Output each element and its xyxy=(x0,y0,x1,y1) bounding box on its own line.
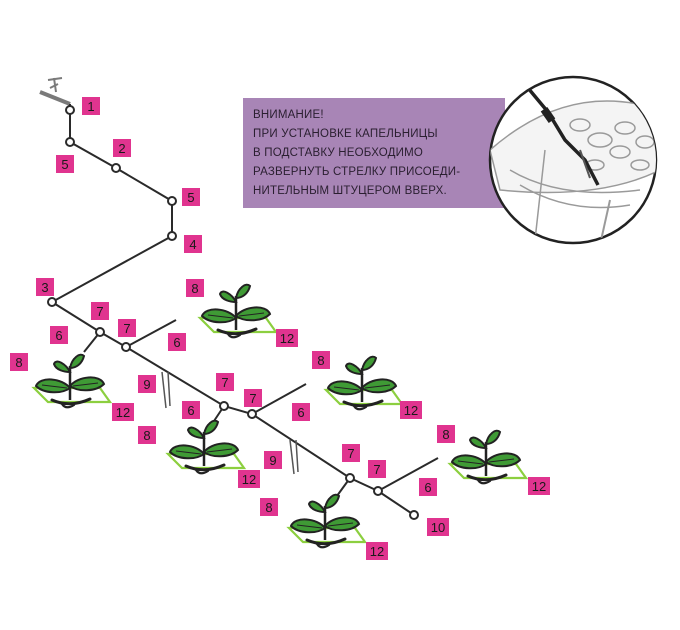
part-label: 9 xyxy=(138,375,156,393)
part-label: 8 xyxy=(10,353,28,371)
svg-text:6: 6 xyxy=(187,403,194,418)
svg-text:6: 6 xyxy=(297,405,304,420)
svg-text:7: 7 xyxy=(96,304,103,319)
part-label: 4 xyxy=(184,235,202,253)
svg-text:1: 1 xyxy=(87,99,94,114)
part-label: 8 xyxy=(437,425,455,443)
notice-line: НИТЕЛЬНЫМ ШТУЦЕРОМ ВВЕРХ. xyxy=(253,185,447,197)
notice-line: РАЗВЕРНУТЬ СТРЕЛКУ ПРИСОЕДИ- xyxy=(253,166,461,178)
part-label: 12 xyxy=(112,403,134,421)
part-label: 8 xyxy=(312,351,330,369)
svg-text:5: 5 xyxy=(61,157,68,172)
plant-icon xyxy=(287,493,367,549)
svg-text:12: 12 xyxy=(370,544,384,559)
part-label: 8 xyxy=(260,498,278,516)
notice-line: ПРИ УСТАНОВКЕ КАПЕЛЬНИЦЫ xyxy=(253,128,438,140)
svg-text:10: 10 xyxy=(431,520,445,535)
svg-text:3: 3 xyxy=(41,280,48,295)
svg-text:5: 5 xyxy=(187,190,194,205)
part-label: 7 xyxy=(368,460,386,478)
pot-detail-icon xyxy=(488,75,658,245)
svg-text:6: 6 xyxy=(424,480,431,495)
svg-text:8: 8 xyxy=(143,428,150,443)
part-label: 9 xyxy=(264,451,282,469)
part-label: 12 xyxy=(238,470,260,488)
warning-notice: ВНИМАНИЕ! ПРИ УСТАНОВКЕ КАПЕЛЬНИЦЫ В ПОД… xyxy=(243,98,505,208)
svg-text:8: 8 xyxy=(191,281,198,296)
svg-text:9: 9 xyxy=(269,453,276,468)
svg-text:12: 12 xyxy=(280,331,294,346)
part-label: 5 xyxy=(56,155,74,173)
part-label: 5 xyxy=(182,188,200,206)
part-label: 3 xyxy=(36,278,54,296)
svg-text:7: 7 xyxy=(373,462,380,477)
svg-text:8: 8 xyxy=(15,355,22,370)
notice-line: В ПОДСТАВКУ НЕОБХОДИМО xyxy=(253,147,424,159)
part-label: 12 xyxy=(276,329,298,347)
svg-text:8: 8 xyxy=(265,500,272,515)
part-label: 10 xyxy=(427,518,449,536)
svg-text:12: 12 xyxy=(116,405,130,420)
svg-text:8: 8 xyxy=(317,353,324,368)
part-label: 8 xyxy=(186,279,204,297)
plant-icon xyxy=(198,283,278,339)
part-label: 7 xyxy=(91,302,109,320)
svg-text:9: 9 xyxy=(143,377,150,392)
part-label: 6 xyxy=(419,478,437,496)
svg-text:7: 7 xyxy=(347,446,354,461)
svg-text:7: 7 xyxy=(221,375,228,390)
part-label: 12 xyxy=(528,477,550,495)
part-label: 12 xyxy=(400,401,422,419)
notice-line: ВНИМАНИЕ! xyxy=(253,109,324,121)
plant-icon xyxy=(32,353,112,409)
svg-text:8: 8 xyxy=(442,427,449,442)
pipe-nodes xyxy=(47,105,419,520)
svg-text:12: 12 xyxy=(404,403,418,418)
svg-text:12: 12 xyxy=(532,479,546,494)
svg-text:6: 6 xyxy=(55,328,62,343)
part-label: 6 xyxy=(292,403,310,421)
svg-text:7: 7 xyxy=(249,391,256,406)
plant-icon xyxy=(166,419,246,475)
svg-text:6: 6 xyxy=(173,335,180,350)
svg-text:7: 7 xyxy=(123,321,130,336)
part-label: 8 xyxy=(138,426,156,444)
plant-icon xyxy=(448,429,528,485)
part-label: 7 xyxy=(342,444,360,462)
part-label: 2 xyxy=(113,139,131,157)
part-label: 6 xyxy=(182,401,200,419)
part-label: 7 xyxy=(216,373,234,391)
part-label: 12 xyxy=(366,542,388,560)
svg-text:4: 4 xyxy=(189,237,196,252)
part-labels: 1 2 3 4 5 5 6 6 6 6 6 7 7 7 7 7 7 8 8 8 … xyxy=(10,97,550,560)
part-label: 7 xyxy=(118,319,136,337)
part-label: 6 xyxy=(168,333,186,351)
part-label: 6 xyxy=(50,326,68,344)
part-label: 1 xyxy=(82,97,100,115)
svg-text:12: 12 xyxy=(242,472,256,487)
part-label: 7 xyxy=(244,389,262,407)
valve-icon xyxy=(39,77,71,106)
svg-text:2: 2 xyxy=(118,141,125,156)
plant-icon xyxy=(324,355,404,411)
